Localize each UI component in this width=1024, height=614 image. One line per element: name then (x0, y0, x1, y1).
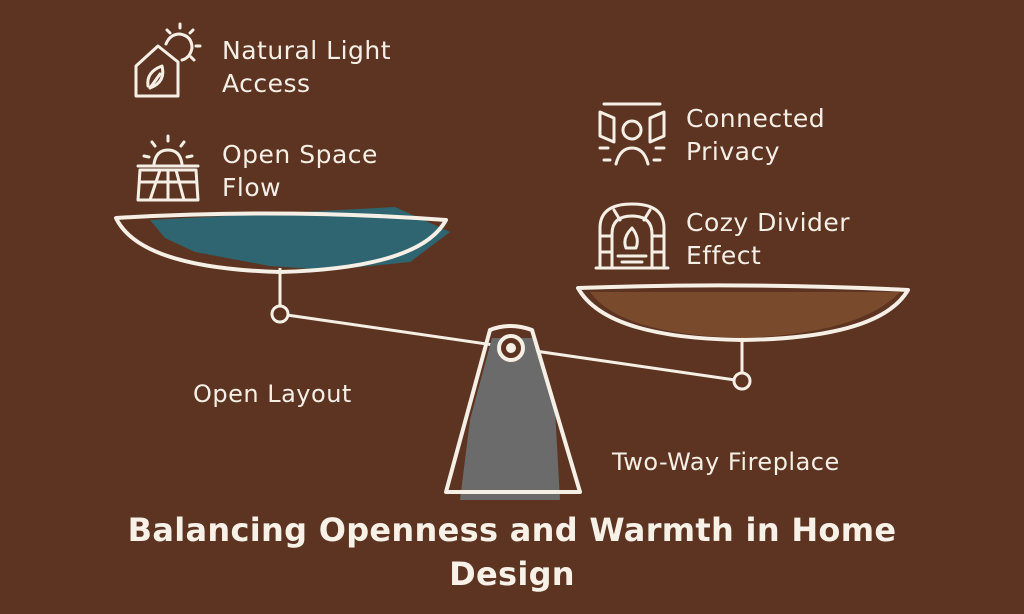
page-title-line1: Balancing Openness and Warmth in Home (127, 511, 897, 549)
open-space-label-line2: Flow (222, 173, 282, 202)
natural-light-label-line1: Natural Light (222, 36, 392, 65)
left-pan (114, 207, 450, 274)
page-title-line2: Design (449, 555, 575, 593)
open-space-label: Open Space Flow (222, 138, 378, 204)
sun-house-icon (134, 22, 202, 98)
open-layout-label: Open Layout (193, 380, 352, 408)
person-privacy-icon (598, 102, 666, 166)
fireplace-icon (594, 202, 670, 270)
connected-privacy-label: Connected Privacy (686, 102, 825, 168)
left-pivot (270, 304, 290, 324)
connected-privacy-label-line2: Privacy (686, 137, 781, 166)
right-pivot (732, 371, 752, 391)
cozy-divider-label-line1: Cozy Divider (686, 208, 851, 237)
fulcrum (444, 324, 582, 500)
two-way-fireplace-label: Two-Way Fireplace (612, 448, 840, 476)
right-pan (576, 283, 910, 342)
connected-privacy-label-line1: Connected (686, 104, 826, 133)
sunrise-field-icon (136, 134, 200, 202)
cozy-divider-label: Cozy Divider Effect (686, 206, 850, 272)
cozy-divider-label-line2: Effect (686, 241, 762, 270)
page-title: Balancing Openness and Warmth in Home De… (0, 508, 1024, 596)
natural-light-label: Natural Light Access (222, 34, 391, 100)
natural-light-label-line2: Access (222, 69, 311, 98)
open-space-label-line1: Open Space (222, 140, 378, 169)
